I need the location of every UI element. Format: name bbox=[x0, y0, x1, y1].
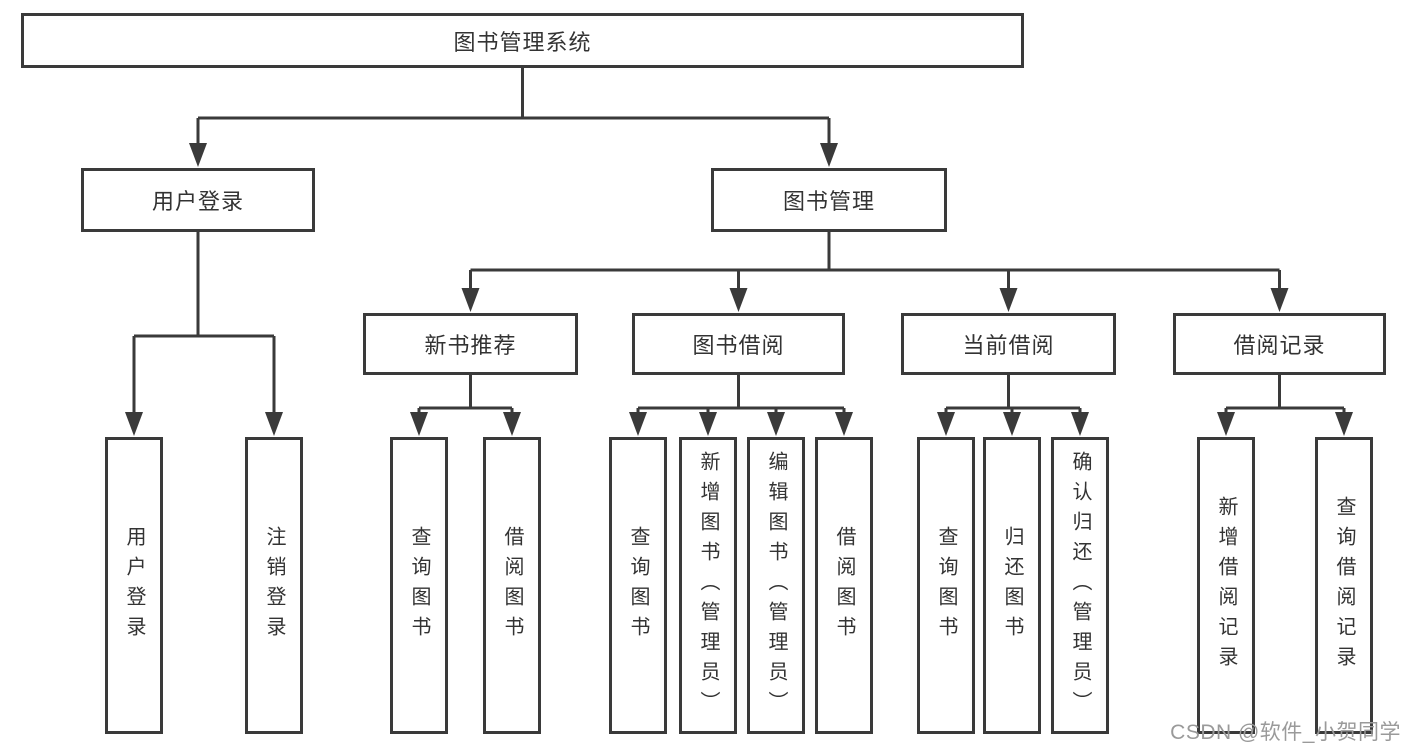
node-current-borrow-label: 当前借阅 bbox=[962, 333, 1055, 358]
leaf-add-borrow-record: 新增借阅记录 bbox=[1197, 437, 1255, 734]
node-new-book-recommend-label: 新书推荐 bbox=[424, 333, 517, 358]
leaf-borrow-book-recommend-label: 借阅图书 bbox=[501, 525, 523, 646]
leaf-logout-login: 注销登录 bbox=[245, 437, 303, 734]
leaf-query-book-borrow: 查询图书 bbox=[609, 437, 667, 734]
leaf-user-login: 用户登录 bbox=[105, 437, 163, 734]
node-root-label: 图书管理系统 bbox=[453, 29, 592, 55]
leaf-edit-book-admin-label: 编辑图书（管理员） bbox=[765, 450, 787, 721]
leaf-query-book-current-label: 查询图书 bbox=[935, 525, 957, 646]
leaf-query-book-recommend: 查询图书 bbox=[390, 437, 448, 734]
leaf-return-book: 归还图书 bbox=[983, 437, 1041, 734]
leaf-borrow-book-borrow-label: 借阅图书 bbox=[833, 525, 855, 646]
node-book-borrow-label: 图书借阅 bbox=[692, 333, 785, 358]
leaf-query-borrow-record: 查询借阅记录 bbox=[1315, 437, 1373, 734]
leaf-user-login-label: 用户登录 bbox=[123, 525, 145, 646]
node-book-borrow: 图书借阅 bbox=[632, 313, 845, 375]
leaf-return-book-label: 归还图书 bbox=[1001, 525, 1023, 646]
node-borrow-records: 借阅记录 bbox=[1173, 313, 1386, 375]
leaf-confirm-return-admin-label: 确认归还（管理员） bbox=[1069, 450, 1091, 721]
leaf-confirm-return-admin: 确认归还（管理员） bbox=[1051, 437, 1109, 734]
leaf-borrow-book-recommend: 借阅图书 bbox=[483, 437, 541, 734]
node-book-management: 图书管理 bbox=[711, 168, 947, 232]
node-user-login-label: 用户登录 bbox=[151, 189, 244, 214]
leaf-query-book-recommend-label: 查询图书 bbox=[408, 525, 430, 646]
leaf-add-book-admin-label: 新增图书（管理员） bbox=[697, 450, 719, 721]
leaf-query-borrow-record-label: 查询借阅记录 bbox=[1333, 495, 1355, 676]
leaf-add-borrow-record-label: 新增借阅记录 bbox=[1215, 495, 1237, 676]
leaf-add-book-admin: 新增图书（管理员） bbox=[679, 437, 737, 734]
leaf-edit-book-admin: 编辑图书（管理员） bbox=[747, 437, 805, 734]
node-current-borrow: 当前借阅 bbox=[901, 313, 1116, 375]
node-borrow-records-label: 借阅记录 bbox=[1233, 333, 1326, 358]
csdn-watermark: CSDN @软件_小贺同学 bbox=[1170, 721, 1401, 744]
leaf-logout-login-label: 注销登录 bbox=[263, 525, 285, 646]
leaf-borrow-book-borrow: 借阅图书 bbox=[815, 437, 873, 734]
node-root: 图书管理系统 bbox=[21, 13, 1024, 68]
node-user-login: 用户登录 bbox=[81, 168, 315, 232]
node-new-book-recommend: 新书推荐 bbox=[363, 313, 578, 375]
node-book-management-label: 图书管理 bbox=[782, 189, 875, 214]
leaf-query-book-current: 查询图书 bbox=[917, 437, 975, 734]
leaf-query-book-borrow-label: 查询图书 bbox=[627, 525, 649, 646]
